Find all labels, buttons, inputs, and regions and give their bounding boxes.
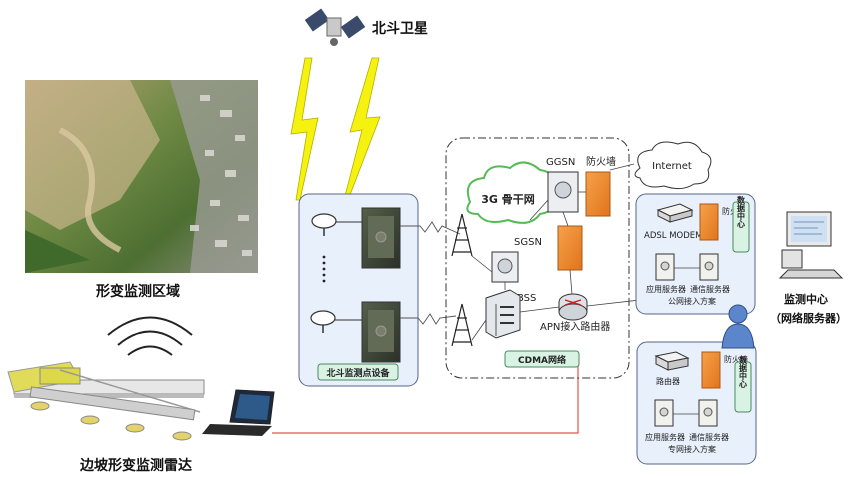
- public-data-center-label: 数据中心: [736, 195, 746, 229]
- area-label: 形变监测区域: [96, 283, 180, 300]
- adsl-modem-icon: [656, 203, 694, 223]
- bss-server-icon: [485, 289, 521, 339]
- private-network-panel: [636, 341, 757, 465]
- cdma-tag: [504, 350, 580, 368]
- cell-tower-1-icon: [451, 213, 473, 257]
- private-data-center-tag: [734, 361, 752, 413]
- private-data-center-label: 数据中心: [738, 355, 748, 389]
- private-firewall-label: 防火墙: [724, 354, 748, 364]
- apn-router-label: APN接入路由器: [540, 320, 610, 333]
- private-app-server-icon: [654, 399, 674, 427]
- laptop-icon: [202, 389, 275, 436]
- beidou-device-label: 北斗监测点设备: [326, 367, 390, 379]
- more-devices-dots: [322, 255, 326, 283]
- radar-label: 边坡形变监测雷达: [79, 457, 192, 474]
- wireless-signal-icon: [107, 316, 193, 356]
- radar-rail-icon: [7, 361, 205, 441]
- lightning-right-icon: [343, 57, 381, 201]
- private-router-icon: [654, 351, 690, 371]
- public-firewall-icon: [699, 203, 719, 241]
- satellite-label: 北斗卫星: [372, 21, 428, 37]
- ggsn-label: GGSN: [546, 157, 575, 168]
- adsl-label: ADSL MODEM: [644, 231, 702, 241]
- wireless-link-2: [400, 313, 457, 325]
- satellite-icon: [304, 8, 366, 46]
- ggsn-server-icon: [547, 171, 579, 213]
- cell-tower-2-icon: [451, 303, 473, 347]
- wireless-link-1: [400, 221, 461, 235]
- public-network-panel: [635, 193, 756, 315]
- 3g-backbone-label: 3G 骨干网: [481, 193, 535, 206]
- sgsn-label: SGSN: [514, 237, 542, 248]
- beidou-device-1-icon: [361, 207, 401, 269]
- sgsn-server-icon: [491, 251, 519, 283]
- private-router-label: 路由器: [656, 376, 680, 386]
- public-app-server-label: 应用服务器: [646, 284, 686, 294]
- firewall-middle-icon: [557, 225, 583, 271]
- firewall-top-label: 防火墙: [586, 155, 616, 168]
- public-comm-server-label: 通信服务器: [690, 284, 730, 294]
- public-scheme-label: 公网接入方案: [668, 296, 716, 306]
- antenna-2-icon: [310, 310, 362, 333]
- radar-connection-line: [272, 360, 579, 434]
- network-server-label: （网络服务器）: [770, 311, 847, 325]
- internet-cloud-icon: [634, 141, 712, 190]
- lightning-left-icon: [290, 57, 319, 201]
- public-data-center-tag: [732, 201, 750, 253]
- landslide-photo: [25, 80, 258, 273]
- private-comm-server-icon: [698, 399, 718, 427]
- private-comm-server-label: 通信服务器: [689, 432, 729, 442]
- public-comm-server-icon: [699, 253, 719, 281]
- monitor-center-label: 监测中心: [784, 292, 828, 306]
- network-links: [471, 163, 641, 341]
- antenna-1-icon: [311, 213, 362, 236]
- cdma-network-boundary: [445, 137, 630, 379]
- user-icon: [721, 304, 755, 349]
- cdma-label: CDMA网络: [518, 354, 566, 366]
- public-app-server-icon: [655, 253, 675, 281]
- private-app-server-label: 应用服务器: [645, 432, 685, 442]
- private-firewall-icon: [701, 351, 721, 389]
- apn-router-icon: [558, 293, 588, 321]
- beidou-device-2-icon: [361, 301, 401, 363]
- private-scheme-label: 专网接入方案: [668, 444, 716, 454]
- monitor-center-computer-icon: [778, 211, 844, 279]
- firewall-top-icon: [585, 171, 611, 217]
- beidou-device-tag: [317, 363, 399, 381]
- bss-label: BSS: [517, 293, 536, 304]
- internet-label: Internet: [652, 161, 692, 172]
- private-firewall-label-text: 防火墙: [724, 354, 748, 364]
